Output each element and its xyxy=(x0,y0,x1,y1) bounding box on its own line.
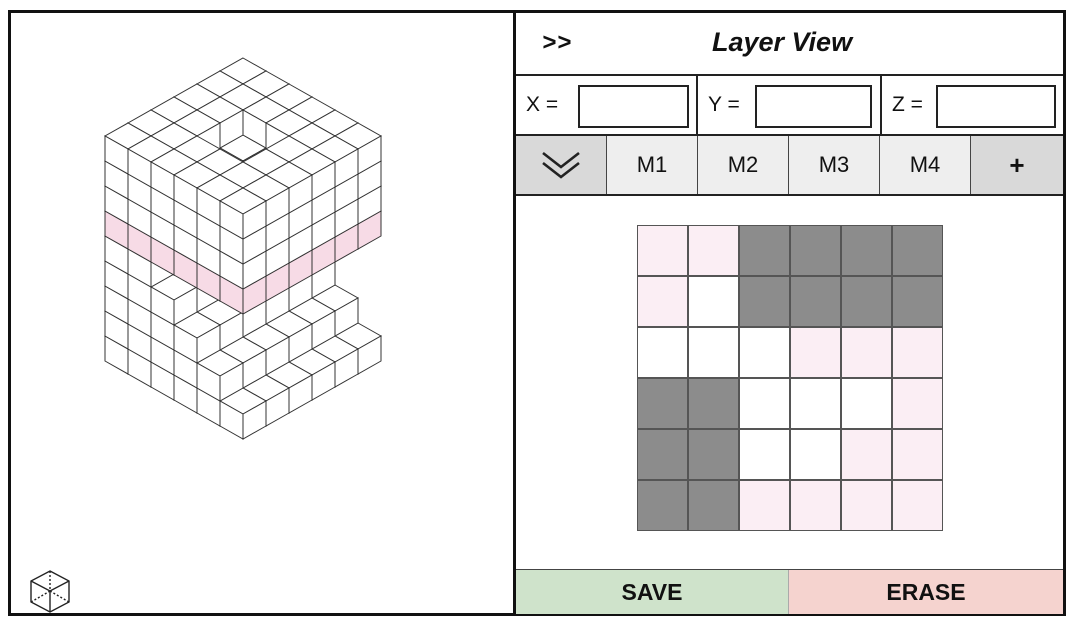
app-frame xyxy=(8,10,1066,616)
layer-cell[interactable] xyxy=(790,429,841,480)
tab-m2[interactable]: M2 xyxy=(698,136,789,194)
layer-cell[interactable] xyxy=(688,480,739,531)
layer-cell[interactable] xyxy=(892,225,943,276)
layer-cell[interactable] xyxy=(790,276,841,327)
layer-cell[interactable] xyxy=(790,225,841,276)
layer-cell[interactable] xyxy=(739,429,790,480)
layer-cell[interactable] xyxy=(841,276,892,327)
layer-cell[interactable] xyxy=(841,327,892,378)
layer-cell[interactable] xyxy=(892,276,943,327)
add-material-button[interactable]: + xyxy=(971,136,1063,194)
voxel-face xyxy=(242,200,267,240)
layer-cell[interactable] xyxy=(637,225,688,276)
layer-cell[interactable] xyxy=(892,480,943,531)
layer-cell[interactable] xyxy=(841,480,892,531)
layer-cell[interactable] xyxy=(637,378,688,429)
voxel-face xyxy=(173,286,198,326)
layer-cell[interactable] xyxy=(637,276,688,327)
layer-cell[interactable] xyxy=(739,225,790,276)
voxel-model[interactable] xyxy=(11,13,513,613)
voxel-face xyxy=(196,324,221,364)
layer-cell[interactable] xyxy=(892,327,943,378)
action-bar: SAVE ERASE xyxy=(516,569,1063,614)
layer-panel: >> Layer View X = Y = Z = M1 M2 M3 M4 + xyxy=(516,13,1063,614)
chevrons-down-icon xyxy=(542,151,580,179)
3d-viewport[interactable] xyxy=(11,13,513,613)
voxel-face xyxy=(242,400,267,440)
layer-cell[interactable] xyxy=(688,429,739,480)
layer-cell[interactable] xyxy=(637,429,688,480)
layer-cell[interactable] xyxy=(841,225,892,276)
erase-button[interactable]: ERASE xyxy=(789,570,1063,614)
x-coordinate: X = xyxy=(516,76,698,134)
panel-header: >> Layer View xyxy=(516,13,1063,76)
layer-cell[interactable] xyxy=(841,378,892,429)
layer-cell[interactable] xyxy=(739,276,790,327)
layer-cell[interactable] xyxy=(688,276,739,327)
layer-cell[interactable] xyxy=(739,378,790,429)
view-cube-icon[interactable] xyxy=(25,567,75,613)
layer-cell[interactable] xyxy=(739,327,790,378)
y-coordinate: Y = xyxy=(698,76,882,134)
save-button[interactable]: SAVE xyxy=(516,570,789,614)
dropdown-toggle-button[interactable] xyxy=(516,136,607,194)
z-label: Z = xyxy=(892,93,923,116)
layer-grid xyxy=(637,225,943,531)
layer-cell[interactable] xyxy=(892,378,943,429)
layer-cell[interactable] xyxy=(688,327,739,378)
collapse-panel-button[interactable]: >> xyxy=(542,29,573,56)
layer-cell[interactable] xyxy=(841,429,892,480)
z-input[interactable] xyxy=(936,85,1056,128)
plus-icon: + xyxy=(1009,149,1025,180)
layer-cell[interactable] xyxy=(892,429,943,480)
layer-cell[interactable] xyxy=(637,327,688,378)
y-input[interactable] xyxy=(755,85,872,128)
layer-cell[interactable] xyxy=(739,480,790,531)
pane-divider xyxy=(513,10,516,616)
tab-m4[interactable]: M4 xyxy=(880,136,971,194)
y-label: Y = xyxy=(708,93,740,116)
tab-m1[interactable]: M1 xyxy=(607,136,698,194)
panel-title: Layer View xyxy=(712,27,853,57)
layer-cell[interactable] xyxy=(790,378,841,429)
layer-cell[interactable] xyxy=(688,378,739,429)
layer-cell[interactable] xyxy=(790,327,841,378)
layer-cell[interactable] xyxy=(790,480,841,531)
x-label: X = xyxy=(526,93,559,116)
material-tabs: M1 M2 M3 M4 + xyxy=(516,136,1063,196)
x-input[interactable] xyxy=(578,85,689,128)
tab-m3[interactable]: M3 xyxy=(789,136,880,194)
voxel-face xyxy=(219,362,244,402)
coordinate-row: X = Y = Z = xyxy=(516,76,1063,136)
layer-cell[interactable] xyxy=(688,225,739,276)
z-coordinate: Z = xyxy=(882,76,1063,134)
layer-cell[interactable] xyxy=(637,480,688,531)
